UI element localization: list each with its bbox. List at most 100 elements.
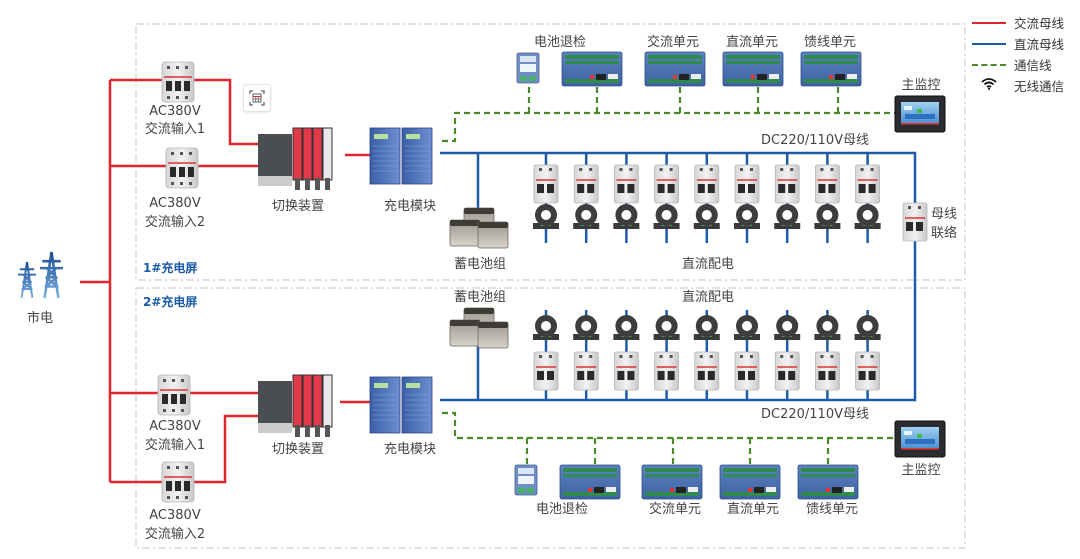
- current-sensor-s2: [573, 315, 600, 340]
- s1-ac-input-2-name: 交流输入2: [144, 215, 206, 230]
- s2-unit-label-dc: 直流单元: [726, 502, 779, 517]
- legend-label: 交流母线: [1014, 16, 1065, 31]
- s1-unit-label-feeder: 馈线单元: [803, 35, 856, 50]
- power-tower-icon: [40, 251, 63, 299]
- current-sensor-s2: [774, 315, 801, 340]
- screen-frames: [135, 23, 966, 549]
- legend-item-comm: 通信线: [972, 54, 1064, 75]
- current-sensor-s1: [573, 204, 600, 229]
- s2-ac-input-2-voltage: AC380V: [149, 508, 201, 523]
- wifi-icon: [972, 77, 1006, 94]
- legend: 交流母线 直流母线 通信线 无线通信: [972, 12, 1064, 96]
- s2-monitor-label: 主监控: [901, 463, 941, 478]
- dc-monitor-unit-s2: [719, 464, 781, 500]
- screen-1-title: 1#充电屏: [143, 261, 198, 275]
- ac-monitor-unit-s2: [641, 464, 703, 500]
- bus-tie-breaker: [902, 202, 928, 242]
- legend-item-ac-bus: 交流母线: [972, 12, 1064, 33]
- battery-check-unit-s2: [559, 464, 621, 500]
- dc-feeder-breaker-s1: [774, 164, 800, 204]
- legend-swatch-dc: [972, 42, 1006, 45]
- s1-ac-input-1-voltage: AC380V: [149, 104, 201, 119]
- dc-feeder-breaker-s1: [573, 164, 599, 204]
- screen-1-frame: [135, 23, 966, 281]
- s2-unit-label-battery-check: 电池退检: [535, 502, 588, 517]
- current-sensor-s1: [814, 204, 841, 229]
- dc-feeder-breaker-s1: [533, 164, 559, 204]
- dc-feeder-breaker-s2: [774, 351, 800, 391]
- dc-feeder-breaker-s1: [694, 164, 720, 204]
- current-sensor-s1: [774, 204, 801, 229]
- dc-feeder-breaker-s2: [573, 351, 599, 391]
- grid-label: 市电: [26, 311, 53, 326]
- dc-feeder-breaker-s2: [694, 351, 720, 391]
- s1-ac-input-1-name: 交流输入1: [144, 122, 206, 137]
- power-tower-icon: [18, 261, 37, 299]
- legend-item-dc-bus: 直流母线: [972, 33, 1064, 54]
- legend-item-wireless: 无线通信: [972, 75, 1064, 96]
- battery-bank-s2: [449, 307, 509, 349]
- dc-feeder-breaker-s1: [654, 164, 679, 204]
- ac-breaker-s2-1: [157, 374, 191, 416]
- legend-swatch-ac: [972, 21, 1006, 24]
- s1-unit-label-battery-check: 电池退检: [533, 35, 586, 50]
- legend-label: 通信线: [1014, 58, 1052, 73]
- legend-label: 直流母线: [1014, 37, 1065, 52]
- s2-busbar-label: DC220/110V母线: [761, 407, 869, 422]
- comm-line-s1: [442, 111, 925, 143]
- current-sensor-s2: [653, 315, 680, 340]
- s2-ac-input-2-name: 交流输入2: [144, 527, 206, 542]
- ac-breaker-s2-2: [161, 461, 195, 503]
- s2-charger-label: 充电模块: [383, 442, 436, 457]
- charging-module-s2: [369, 376, 433, 434]
- main-monitor-hmi-s2: [894, 420, 946, 458]
- dc-feeder-breaker-s1: [815, 164, 840, 204]
- current-sensor-s1: [854, 204, 881, 229]
- ac-monitor-unit-s1: [644, 51, 706, 87]
- transfer-switch-s1: [258, 127, 333, 190]
- bus-tie-label-line2: 联络: [930, 226, 957, 241]
- battery-check-unit-s1: [561, 51, 623, 87]
- legend-swatch-comm: [972, 63, 1006, 66]
- battery-bank-s1: [449, 207, 509, 249]
- battery-check-meter-s2: [514, 464, 538, 496]
- dc-feeder-breaker-s2: [734, 351, 760, 391]
- s2-unit-label-feeder: 馈线单元: [805, 502, 858, 517]
- s1-charger-label: 充电模块: [383, 199, 436, 214]
- comm-line-s2: [442, 411, 895, 440]
- dc-busbar-tie: [440, 151, 917, 402]
- main-monitor-hmi-s1: [894, 95, 946, 133]
- dc-feeder-breaker-s2: [815, 351, 840, 391]
- scan-icon[interactable]: [243, 84, 271, 112]
- s1-switch-label: 切换装置: [271, 199, 324, 214]
- current-sensor-s1: [613, 204, 640, 229]
- s2-switch-label: 切换装置: [271, 442, 324, 457]
- dc-feeder-breaker-s2: [654, 351, 679, 391]
- screen-2-frame: [135, 287, 966, 549]
- dc-feeder-breaker-s1: [734, 164, 760, 204]
- charging-module-s1: [369, 127, 433, 185]
- bus-tie-label-line1: 母线: [930, 207, 957, 222]
- s1-unit-label-dc: 直流单元: [725, 35, 778, 50]
- feeder-monitor-unit-s2: [797, 464, 859, 500]
- dc-feeder-breaker-s2: [533, 351, 559, 391]
- s1-dc-dist-label: 直流配电: [681, 257, 734, 272]
- s1-ac-input-2-voltage: AC380V: [149, 196, 201, 211]
- dc-feeder-breaker-s2: [614, 351, 639, 391]
- current-sensor-s1: [734, 204, 760, 229]
- current-sensor-s2: [814, 315, 841, 340]
- legend-label: 无线通信: [1014, 79, 1065, 94]
- s1-battery-label: 蓄电池组: [453, 257, 506, 272]
- feeder-monitor-unit-s1: [800, 51, 862, 87]
- current-sensor-s2: [734, 315, 760, 340]
- current-sensor-s1: [693, 204, 720, 229]
- transfer-switch-s2: [258, 374, 333, 437]
- s2-unit-label-ac: 交流单元: [648, 502, 701, 517]
- ac-breaker-s1-2: [165, 147, 199, 189]
- dc-feeder-breaker-s1: [855, 164, 880, 204]
- s1-monitor-label: 主监控: [901, 78, 941, 93]
- dc-feeder-breaker-s2: [855, 351, 880, 391]
- ac-breaker-s1-1: [161, 61, 195, 103]
- current-sensor-s1: [533, 204, 559, 229]
